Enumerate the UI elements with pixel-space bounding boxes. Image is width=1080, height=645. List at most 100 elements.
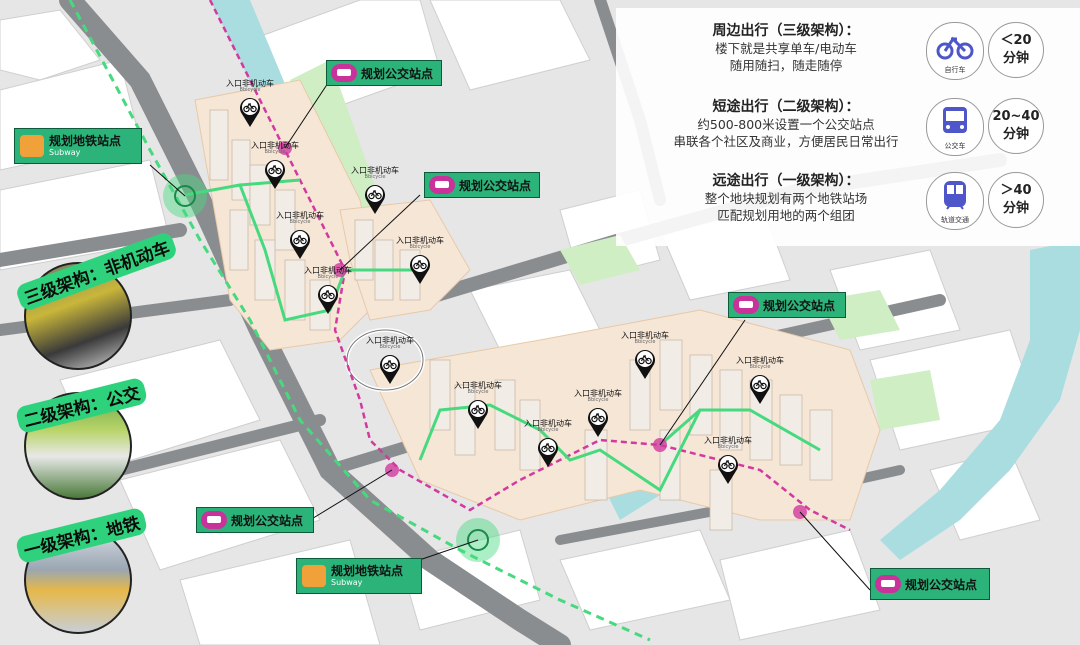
metro-time-value: ＞40 [1000,183,1032,198]
bicycle-pin-icon [318,285,338,314]
pin-label: 入口非机动车 [366,336,414,345]
bus-stop-label: 规划公交站点 [361,66,434,81]
tier1-title: 远途出行（一级架构）： [712,173,860,189]
pin-sublabel: Bbicycle [749,364,771,370]
pin-sublabel: Bbicycle [289,219,311,225]
bicycle-pin-icon [635,350,655,379]
subway-station-label: 规划地铁站点 [49,134,122,148]
bus-icon [733,296,759,314]
pin-label: 入口非机动车 [396,236,444,245]
tier2-line-2: 串联各个社区及商业，方便居民日常出行 [673,134,899,149]
bus-stop-callout-5[interactable]: 规划公交站点 [870,568,990,600]
subway-station-callout-2[interactable]: 规划地铁站点 Subway [296,558,422,594]
bicycle-time-unit: 分钟 [1002,51,1029,66]
pin-label: 入口非机动车 [351,166,399,175]
bus-stop-label: 规划公交站点 [231,513,304,528]
pin-sublabel: Bbicycle [467,389,489,395]
bicycle-time: ＜20 分钟 [988,22,1044,78]
tier2-line-1: 约500-800米设置一个公交站点 [697,117,875,132]
pin-label: 入口非机动车 [621,331,669,340]
bus-icon [201,511,227,529]
pin-sublabel: Bbicycle [717,444,739,450]
subway-station-sublabel: Subway [331,578,363,587]
bicycle-caption: 自行车 [944,66,966,74]
pin-label: 入口非机动车 [251,141,299,150]
bus-icon [875,575,901,593]
subway-station-callout-1[interactable]: 规划地铁站点 Subway [14,128,142,164]
metro-icon [20,135,44,157]
bicycle-pin-icon [468,400,488,429]
pin-sublabel: Bbicycle [239,87,261,93]
pin-sublabel: Bbicycle [264,149,286,155]
mode-metro: 轨道交通 ＞40 分钟 [926,168,1044,232]
bus-caption: 公交车 [944,142,966,150]
tier3-title: 周边出行（三级架构）： [712,23,860,39]
tier1-section: 远途出行（一级架构）： 整个地块规划有两个地铁站场 匹配规划用地的两个组团 [616,170,956,224]
pin-label: 入口非机动车 [704,436,752,445]
pin-label: 入口非机动车 [736,356,784,365]
mode-bicycle: 自行车 ＜20 分钟 [926,18,1044,82]
pin-sublabel: Bbicycle [317,274,339,280]
metro-time: ＞40 分钟 [988,172,1044,228]
subway-station-label: 规划地铁站点 [331,564,404,578]
bus-stop-callout-3[interactable]: 规划公交站点 [728,292,846,318]
tier2-title: 短途出行（二级架构）： [712,99,860,115]
tier2-section: 短途出行（二级架构）： 约500-800米设置一个公交站点 串联各个社区及商业，… [616,96,956,150]
bus-stop-callout-1[interactable]: 规划公交站点 [326,60,442,86]
bicycle-pin-icon [718,455,738,484]
bus-icon: 公交车 [926,98,984,156]
subway-station-sublabel: Subway [49,148,81,157]
tier3-line-2: 随用随扫，随走随停 [729,58,843,73]
bicycle-pin-icon [290,230,310,259]
bicycle-pin-icon [750,375,770,404]
bus-stop-label: 规划公交站点 [763,298,836,313]
bus-stop-label: 规划公交站点 [459,178,532,193]
bicycle-time-value: ＜20 [1000,33,1032,48]
pin-label: 入口非机动车 [454,381,502,390]
tier3-line-1: 楼下就是共享单车/电动车 [715,41,857,56]
pin-sublabel: Bbicycle [364,174,386,180]
metro-time-unit: 分钟 [1002,201,1029,216]
bicycle-pin-icon [365,185,385,214]
bicycle-pin-icon [588,408,608,437]
bus-stop-label: 规划公交站点 [905,577,978,592]
bus-time-unit: 分钟 [1002,127,1029,142]
metro-icon [302,565,326,587]
pin-label: 入口非机动车 [574,389,622,398]
metro-caption: 轨道交通 [941,216,969,224]
bus-time-value: 20~40 [992,109,1040,124]
bus-icon [331,64,357,82]
bicycle-pin-icon [240,98,260,127]
pin-sublabel: Bbicycle [379,344,401,350]
tier1-line-1: 整个地块规划有两个地铁站场 [704,191,868,206]
pin-label: 入口非机动车 [226,79,274,88]
bus-stop-callout-2[interactable]: 规划公交站点 [424,172,540,198]
bus-stop-callout-4[interactable]: 规划公交站点 [196,507,314,533]
bicycle-pin-icon [265,160,285,189]
tier1-line-2: 匹配规划用地的两个组团 [717,208,855,223]
pin-label: 入口非机动车 [276,211,324,220]
bus-time: 20~40 分钟 [988,98,1044,154]
bicycle-icon: 自行车 [926,22,984,80]
pin-label: 入口非机动车 [304,266,352,275]
pin-sublabel: Bbicycle [537,427,559,433]
pin-label: 入口非机动车 [524,419,572,428]
bicycle-pin-icon [410,255,430,284]
bicycle-pin-icon [538,438,558,467]
metro-icon: 轨道交通 [926,172,984,230]
bus-icon [429,176,455,194]
pin-sublabel: Bbicycle [634,339,656,345]
